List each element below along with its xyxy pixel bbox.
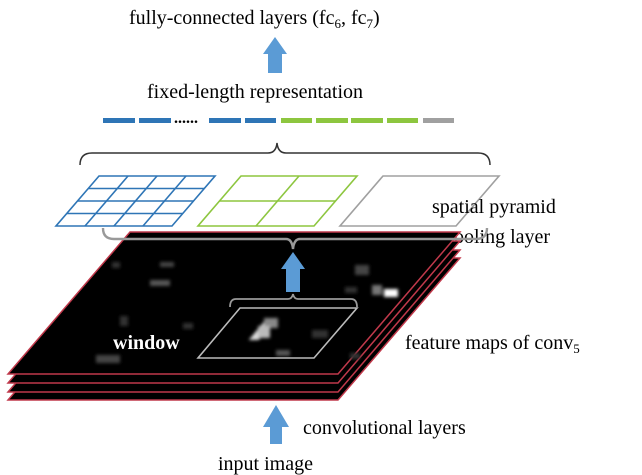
spatial-pyramid-label-line1: spatial pyramid: [432, 196, 556, 218]
vector-segment-blue: [103, 118, 135, 123]
vector-ellipsis: ......: [174, 110, 198, 127]
window-region: [196, 307, 359, 359]
vector-segment-green: [316, 118, 348, 123]
up-arrow-icon: [281, 252, 305, 292]
window-brace: [229, 293, 358, 308]
vector-segment-gray: [423, 118, 454, 123]
input-image-label: input image: [218, 453, 313, 475]
vector-segment-green: [351, 118, 383, 123]
window-label: window: [113, 332, 180, 354]
spatial-pyramid-label-line2: pooling layer: [444, 226, 550, 248]
feature-maps-label: feature maps of conv5: [405, 332, 580, 356]
pooling-brace: [101, 227, 489, 250]
fixed-length-representation-label: fixed-length representation: [147, 81, 363, 103]
up-arrow-icon: [263, 37, 287, 73]
convolutional-layers-label: convolutional layers: [303, 417, 466, 439]
pyramid-grid-2x2: [196, 175, 359, 227]
feature-map-layer: [6, 231, 462, 375]
fixed-length-vector: ......: [103, 110, 454, 127]
pyramid-grid-1x1: [338, 175, 501, 227]
fully-connected-layers-label: fully-connected layers (fc6, fc7): [129, 7, 380, 31]
vector-segment-blue: [245, 118, 276, 123]
vector-segment-blue: [209, 118, 241, 123]
feature-map-stack: [6, 231, 462, 401]
feature-activations: [96, 262, 398, 363]
vector-segment-green: [387, 118, 418, 123]
pyramid-grid-4x4: [54, 175, 217, 227]
top-brace: [79, 142, 491, 166]
vector-segment-blue: [139, 118, 171, 123]
vector-segment-green: [281, 118, 312, 123]
up-arrow-icon: [263, 405, 289, 444]
